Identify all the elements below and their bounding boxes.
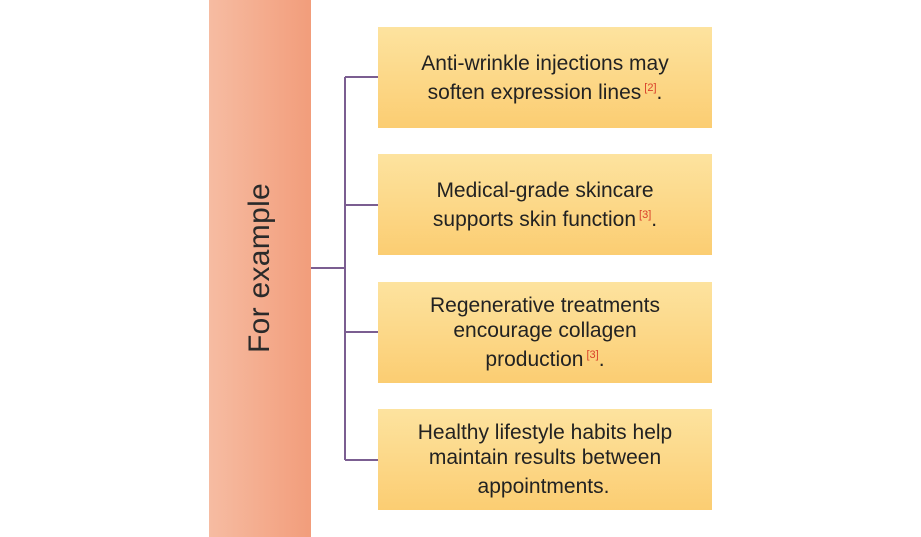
citation-ref: [3] (639, 208, 652, 221)
example-end: . (598, 348, 605, 371)
example-box-2: Medical-grade skincare supports skin fun… (378, 154, 712, 255)
example-text: Healthy lifestyle habits help maintain r… (417, 421, 673, 498)
example-text: Regenerative treatments encourage collag… (430, 294, 660, 371)
citation-ref: [2] (644, 81, 657, 94)
example-text: Medical-grade skincare supports skin fun… (432, 178, 654, 231)
category-bar (209, 0, 311, 537)
citation-ref: [3] (586, 349, 599, 361)
example-box-1: Anti-wrinkle injections may soften expre… (378, 27, 712, 128)
example-text: Anti-wrinkle injections may soften expre… (421, 51, 669, 104)
example-box-3: Regenerative treatments encourage collag… (378, 282, 712, 383)
example-end: . (651, 207, 658, 231)
example-end: . (656, 80, 663, 104)
example-box-4: Healthy lifestyle habits help maintain r… (378, 409, 712, 510)
